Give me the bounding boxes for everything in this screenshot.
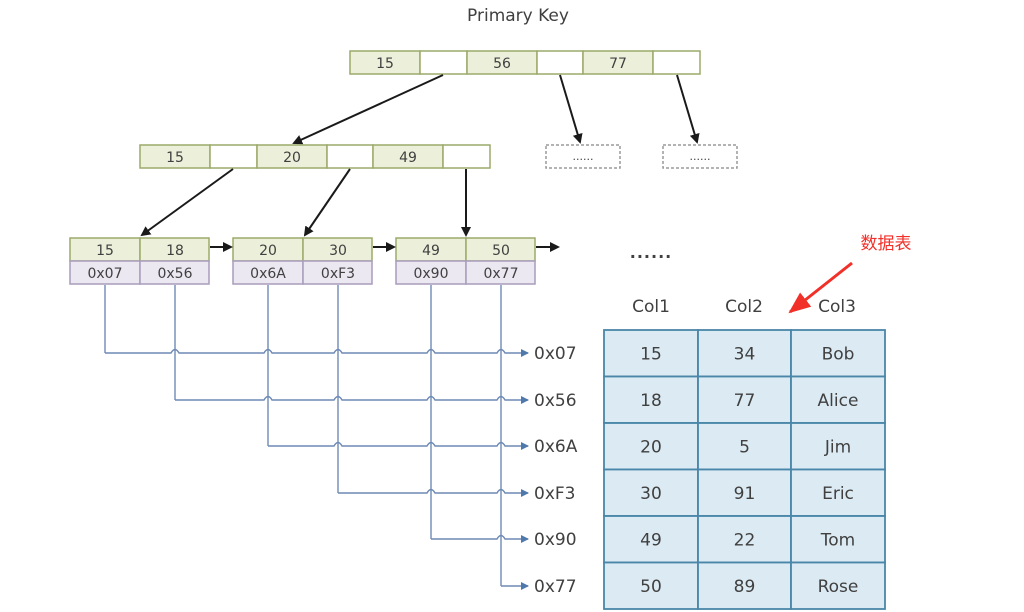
leaf-pointer-label: 0x77 <box>483 266 518 282</box>
table-row: 18 77 Alice <box>603 375 886 424</box>
table-cell-value: 91 <box>734 484 756 504</box>
table-cell <box>790 422 886 471</box>
leaf-pointer-label: 0x07 <box>87 266 122 282</box>
internal-pointer-cell <box>209 144 258 169</box>
leaf-key-label: 20 <box>259 243 277 259</box>
address-label: 0x07 <box>534 344 577 364</box>
leaf-key-label: 30 <box>329 243 347 259</box>
data-table-annotation: 数据表 <box>861 234 912 254</box>
leaf-pointer-cell <box>302 260 373 285</box>
leaf-node: 15 18 0x07 0x56 <box>69 237 210 285</box>
table-cell <box>790 515 886 564</box>
table-cell <box>697 515 792 564</box>
root-key-label: 56 <box>493 56 511 72</box>
table-cell-value: Bob <box>822 344 855 364</box>
table-row: 15 34 Bob <box>603 329 886 378</box>
root-to-placeholder-arrow <box>559 74 583 144</box>
table-cell-value: 49 <box>640 530 662 550</box>
table-cell-value: Rose <box>818 577 859 597</box>
leaf-pointer-label: 0x6A <box>250 266 286 282</box>
table-cell-value: Jim <box>824 437 851 457</box>
leaf-node: 20 30 0x6A 0xF3 <box>232 237 373 285</box>
root-pointer-cell <box>652 50 701 75</box>
table-cell-value: 20 <box>640 437 662 457</box>
internal-pointer-cell <box>326 144 374 169</box>
table-cell <box>790 561 886 610</box>
pointer-link-horizontal <box>431 534 529 543</box>
table-row: 20 5 Jim <box>603 422 886 471</box>
table-row: 50 89 Rose <box>603 561 886 610</box>
table-cell <box>697 468 792 517</box>
table-cell <box>790 329 886 378</box>
table-body: 15 34 Bob 18 77 Alice 20 5 Jim 30 91 Eric 49 22 Tom 50 8… <box>603 329 886 610</box>
table-cell-value: Alice <box>818 391 859 411</box>
internal-to-leaf-arrow <box>140 168 234 237</box>
table-cell-value: 22 <box>734 530 756 550</box>
table-cell <box>603 561 699 610</box>
table-cell-value: 50 <box>640 577 662 597</box>
root-to-internal-arrow <box>292 74 444 145</box>
internal-key-label: 15 <box>166 150 184 166</box>
table-cell <box>697 329 792 378</box>
placeholder-label: ...... <box>573 150 594 163</box>
leaf-key-label: 18 <box>166 243 184 259</box>
leaf-pointer-cell <box>465 260 536 285</box>
address-labels: 0x07 0x56 0x6A 0xF3 0x90 0x77 <box>534 344 578 597</box>
placeholder-label: ...... <box>690 150 711 163</box>
pointer-link-horizontal <box>338 488 529 497</box>
leaf-key-label: 50 <box>492 243 510 259</box>
table-cell <box>790 468 886 517</box>
leaf-key-label: 49 <box>422 243 440 259</box>
address-label: 0xF3 <box>534 484 575 504</box>
address-label: 0x77 <box>534 577 577 597</box>
root-key-label: 77 <box>609 56 627 72</box>
leaf-pointer-label: 0x56 <box>157 266 192 282</box>
table-cell-value: 5 <box>739 437 750 457</box>
table-cell-value: Eric <box>822 484 854 504</box>
table-cell-value: 15 <box>640 344 662 364</box>
table-row: 30 91 Eric <box>603 468 886 517</box>
leaf-continuation: ...... <box>630 243 672 262</box>
pointer-link-horizontal <box>175 395 529 404</box>
column-header: Col3 <box>818 297 856 317</box>
annotation-arrow <box>788 261 853 314</box>
root-key-label: 15 <box>376 56 394 72</box>
internal-key-label: 49 <box>399 150 417 166</box>
pointer-link-horizontal <box>268 441 529 450</box>
internal-pointer-cell <box>442 144 491 169</box>
leaf-key-label: 15 <box>96 243 114 259</box>
table-cell <box>603 468 699 517</box>
internal-key-label: 20 <box>283 150 301 166</box>
address-label: 0x56 <box>534 391 577 411</box>
table-cell <box>697 422 792 471</box>
leaf-pointer-cell <box>139 260 210 285</box>
root-pointer-cell <box>536 50 584 75</box>
column-header: Col2 <box>725 297 763 317</box>
internal-node: 15 20 49 <box>139 144 491 169</box>
root-to-placeholder-arrow <box>676 74 700 144</box>
root-pointer-cell <box>419 50 468 75</box>
internal-to-leaf-arrow <box>303 168 351 237</box>
data-table: Col1 Col2 Col3 15 34 Bob 18 77 Alice 20 5 Jim 30 9… <box>603 297 886 610</box>
table-cell-value: 30 <box>640 484 662 504</box>
leaf-pointer-label: 0xF3 <box>321 266 355 282</box>
table-cell-value: 18 <box>640 391 662 411</box>
table-cell-value: 34 <box>734 344 756 364</box>
column-header: Col1 <box>632 297 670 317</box>
placeholder-node: ...... <box>662 144 738 169</box>
table-cell-value: 89 <box>734 577 756 597</box>
table-cell-value: 77 <box>734 391 756 411</box>
table-cell-value: Tom <box>820 530 855 550</box>
pointer-link-horizontal <box>105 348 529 357</box>
table-row: 49 22 Tom <box>603 515 886 564</box>
root-node: 15 56 77 <box>349 50 701 75</box>
address-label: 0x90 <box>534 530 577 550</box>
pointer-links <box>104 285 529 590</box>
placeholder-node: ...... <box>545 144 621 169</box>
address-label: 0x6A <box>534 437 578 457</box>
table-cell <box>603 515 699 564</box>
diagram-title: Primary Key <box>467 6 569 26</box>
leaf-node: 49 50 0x90 0x77 <box>395 237 536 285</box>
leaf-pointer-label: 0x90 <box>413 266 448 282</box>
